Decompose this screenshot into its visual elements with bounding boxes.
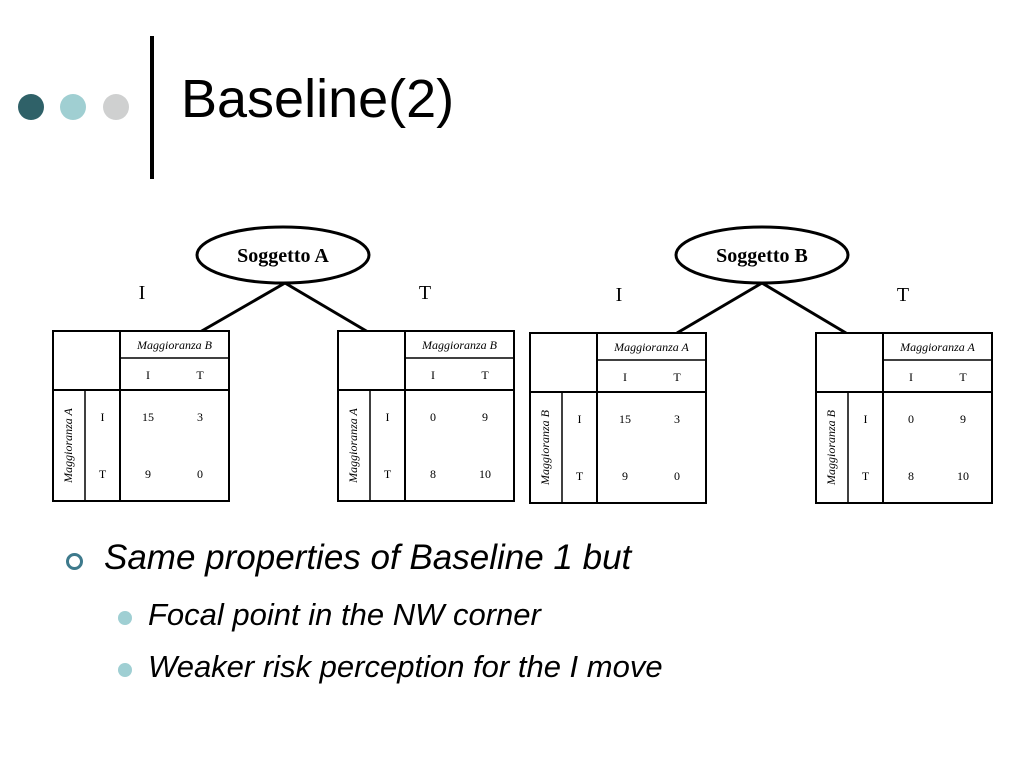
matrix-frame bbox=[815, 332, 993, 504]
title-divider bbox=[150, 36, 154, 179]
bullet-main: Same properties of Baseline 1 but bbox=[104, 538, 632, 577]
payoff-cell: 8 bbox=[908, 469, 914, 483]
row-move-label: T bbox=[99, 467, 107, 481]
payoff-cell: 9 bbox=[622, 469, 628, 483]
bullet-sub-1: Focal point in the NW corner bbox=[148, 597, 541, 632]
node-soggetto-a bbox=[195, 225, 371, 285]
decorative-dot-light bbox=[103, 94, 129, 120]
tree-soggetto-a: Soggetto A I T bbox=[139, 225, 431, 334]
payoff-matrix-a-t: Maggioranza B I T Maggioranza A I T 0 9 8 10 bbox=[337, 330, 515, 502]
row-player-label: Maggioranza B bbox=[538, 409, 552, 486]
decorative-dot-mid bbox=[60, 94, 86, 120]
matrix-frame bbox=[337, 330, 515, 502]
column-move-label: T bbox=[481, 368, 489, 382]
payoff-cell: 10 bbox=[957, 469, 969, 483]
payoff-cell: 0 bbox=[197, 467, 203, 481]
payoff-cell: 0 bbox=[430, 410, 436, 424]
column-move-label: I bbox=[146, 368, 150, 382]
payoff-cell: 9 bbox=[960, 412, 966, 426]
column-player-label: Maggioranza B bbox=[136, 338, 213, 352]
node-label-soggetto-a: Soggetto A bbox=[237, 245, 329, 267]
column-move-label: T bbox=[673, 370, 681, 384]
column-move-label: T bbox=[959, 370, 967, 384]
payoff-cell: 15 bbox=[142, 410, 154, 424]
payoff-matrix-a-i: Maggioranza B I T Maggioranza A I T 15 3 9 0 bbox=[52, 330, 230, 502]
column-move-label: I bbox=[623, 370, 627, 384]
row-move-label: I bbox=[864, 412, 868, 426]
branch-line-a-i bbox=[199, 281, 286, 334]
row-move-label: T bbox=[384, 467, 392, 481]
column-player-label: Maggioranza B bbox=[421, 338, 498, 352]
payoff-cell: 9 bbox=[482, 410, 488, 424]
payoff-cell: 9 bbox=[145, 467, 151, 481]
payoff-cell: 8 bbox=[430, 467, 436, 481]
bullet-ring-icon bbox=[66, 553, 83, 570]
row-move-label: T bbox=[576, 469, 584, 483]
slide-title: Baseline(2) bbox=[181, 69, 455, 129]
row-move-label: I bbox=[386, 410, 390, 424]
branch-line-a-t bbox=[284, 281, 369, 334]
row-player-label: Maggioranza A bbox=[61, 407, 75, 483]
branch-line-b-t bbox=[761, 281, 847, 335]
row-move-label: I bbox=[101, 410, 105, 424]
node-soggetto-b bbox=[674, 225, 850, 285]
game-tree-diagram: Soggetto A I T Soggetto B I T Maggioranz… bbox=[52, 225, 993, 504]
payoff-cell: 0 bbox=[908, 412, 914, 426]
row-player-label: Maggioranza B bbox=[824, 409, 838, 486]
bullet-dot-icon bbox=[118, 663, 132, 677]
decorative-dot-dark bbox=[18, 94, 44, 120]
branch-line-b-i bbox=[676, 281, 763, 335]
row-move-label: I bbox=[578, 412, 582, 426]
payoff-matrix-b-t: Maggioranza A I T Maggioranza B I T 0 9 8 10 bbox=[815, 332, 993, 504]
node-label-soggetto-b: Soggetto B bbox=[716, 245, 808, 267]
column-move-label: T bbox=[196, 368, 204, 382]
branch-label-a-i: I bbox=[139, 282, 146, 304]
row-player-label: Maggioranza A bbox=[346, 407, 360, 483]
tree-soggetto-b: Soggetto B I T bbox=[616, 225, 909, 335]
payoff-cell: 0 bbox=[674, 469, 680, 483]
payoff-matrix-b-i: Maggioranza A I T Maggioranza B I T 15 3 9 0 bbox=[529, 332, 707, 504]
branch-label-b-i: I bbox=[616, 284, 623, 306]
bullet-dot-icon bbox=[118, 611, 132, 625]
column-player-label: Maggioranza A bbox=[613, 340, 689, 354]
bullet-sub-2: Weaker risk perception for the I move bbox=[148, 649, 663, 684]
row-move-label: T bbox=[862, 469, 870, 483]
matrix-frame bbox=[529, 332, 707, 504]
payoff-cell: 3 bbox=[674, 412, 680, 426]
column-move-label: I bbox=[431, 368, 435, 382]
branch-label-a-t: T bbox=[419, 282, 431, 304]
payoff-cell: 3 bbox=[197, 410, 203, 424]
payoff-cell: 15 bbox=[619, 412, 631, 426]
column-move-label: I bbox=[909, 370, 913, 384]
branch-label-b-t: T bbox=[897, 284, 909, 306]
payoff-cell: 10 bbox=[479, 467, 491, 481]
column-player-label: Maggioranza A bbox=[899, 340, 975, 354]
matrix-frame bbox=[52, 330, 230, 502]
